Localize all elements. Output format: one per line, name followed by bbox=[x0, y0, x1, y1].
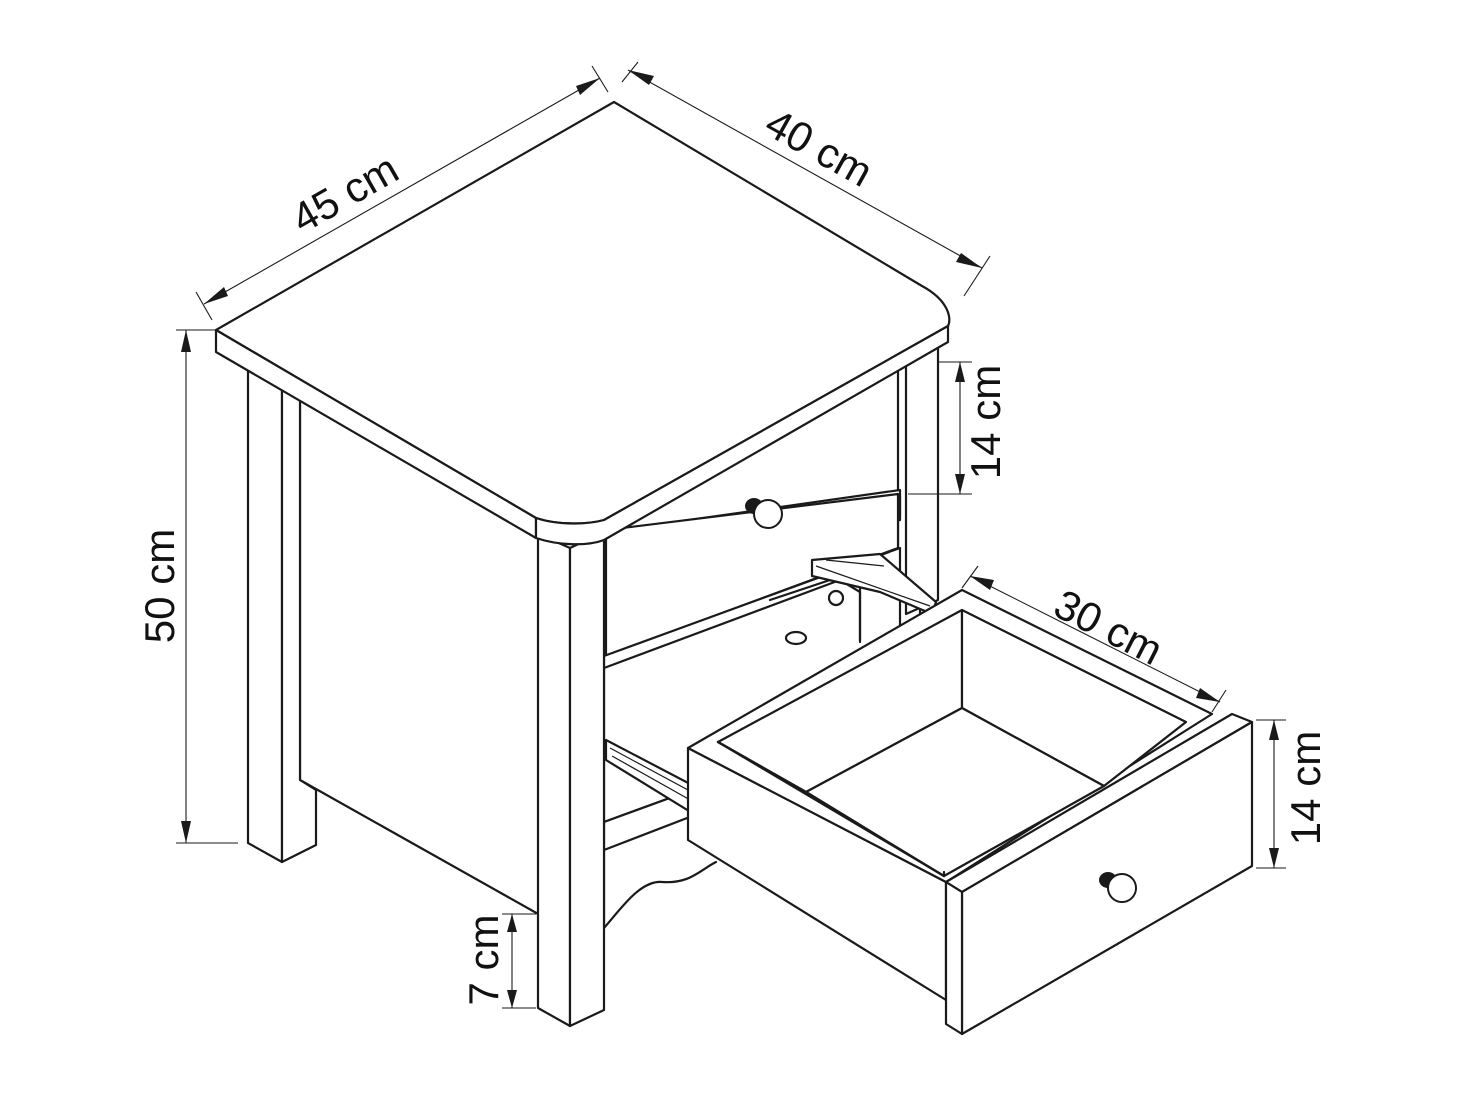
top-edge-front bbox=[534, 324, 950, 546]
leg-height-label: 7 cm bbox=[460, 914, 507, 1005]
height-label: 50 cm bbox=[136, 529, 183, 643]
top-drawer-height-label: 14 cm bbox=[962, 365, 1009, 479]
back-left-leg bbox=[246, 364, 284, 864]
cabinet-top bbox=[214, 100, 951, 546]
drawer-front-side bbox=[944, 880, 964, 1036]
front-apron bbox=[602, 848, 718, 930]
top-drawer-knob bbox=[745, 498, 783, 529]
dimension-height: 50 cm bbox=[136, 329, 238, 844]
front-left-leg bbox=[536, 532, 572, 1028]
dimension-leg: 7 cm bbox=[460, 913, 536, 1009]
hole-2 bbox=[784, 630, 808, 646]
depth-label: 40 cm bbox=[758, 99, 881, 196]
hole-1 bbox=[827, 589, 845, 607]
dimension-bottom-drawer: 14 cm bbox=[1256, 719, 1329, 869]
dimension-top-drawer: 14 cm bbox=[908, 361, 1009, 495]
bottom-drawer-knob bbox=[1099, 872, 1137, 903]
width-label: 45 cm bbox=[283, 145, 406, 242]
bottom-drawer-height-label: 14 cm bbox=[1282, 731, 1329, 845]
